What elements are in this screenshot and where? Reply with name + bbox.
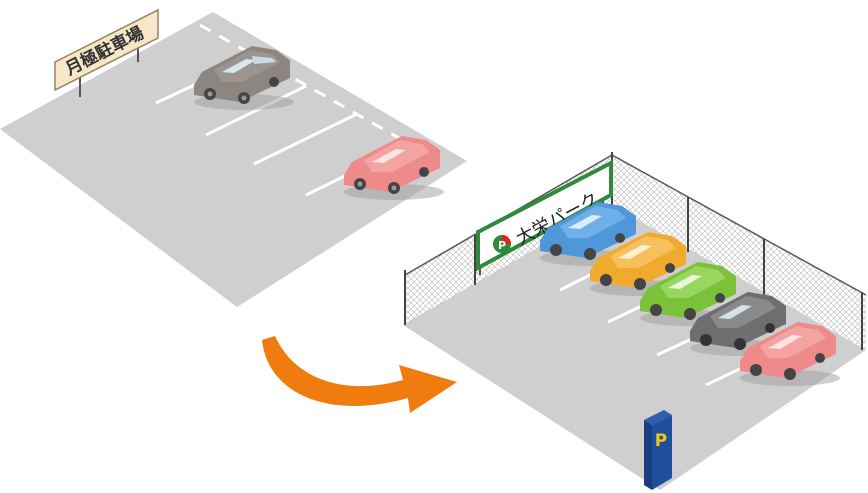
after-lot-surface (403, 205, 866, 490)
before-lot-surface (0, 12, 467, 307)
before-lot: 月極駐車場 (0, 8, 467, 307)
gray-car (194, 46, 294, 110)
pink-car-before (344, 136, 444, 200)
pink-car-after (740, 322, 840, 386)
pay-station-icon: P (644, 410, 672, 490)
pay-station-letter: P (655, 431, 667, 451)
dark-gray-car (690, 292, 790, 356)
parking-logo-icon: P (493, 235, 511, 253)
parking-logo-text: P (498, 239, 506, 252)
after-lot: P 大栄パーク (403, 152, 867, 490)
transition-arrow-icon (262, 336, 457, 413)
blue-car (540, 202, 640, 266)
